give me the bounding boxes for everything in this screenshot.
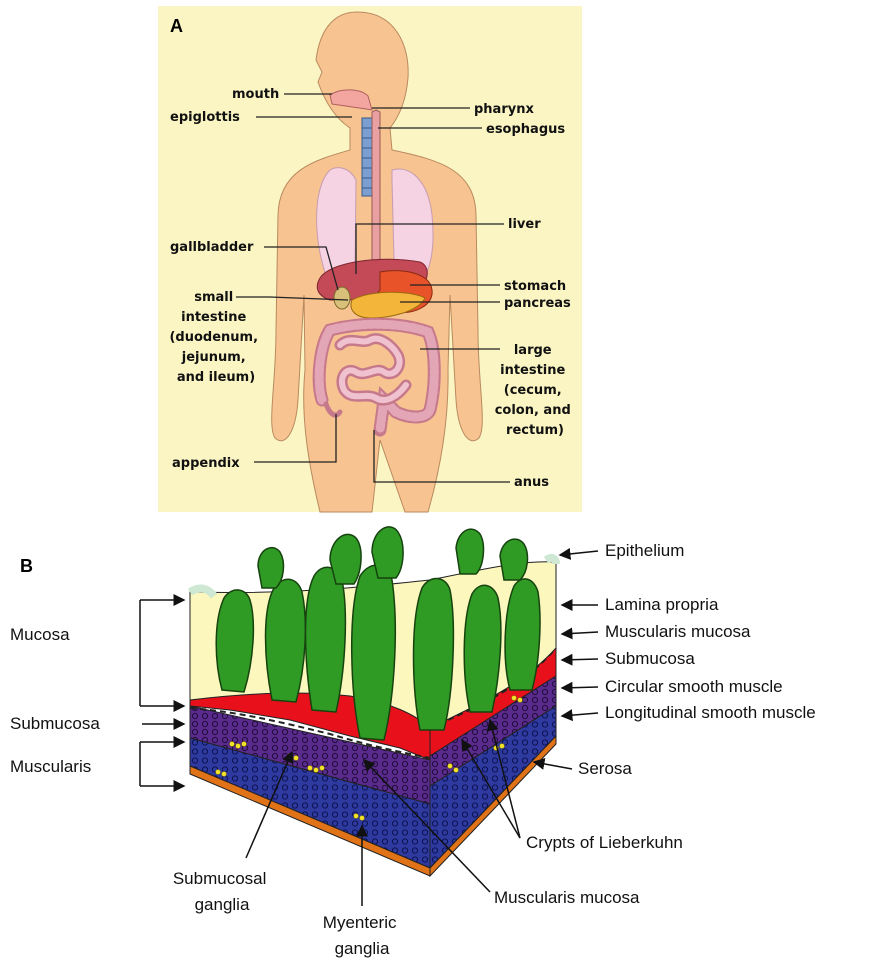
- label-epithelium: Epithelium: [605, 541, 684, 560]
- villus-tip: [372, 527, 403, 578]
- label-large-intestine-line: (cecum,: [504, 383, 562, 398]
- label-submucosal-ganglia-line: ganglia: [195, 895, 250, 914]
- gallbladder-organ: [334, 287, 350, 309]
- label-submucosal-ganglia: Submucosal ganglia: [173, 869, 271, 914]
- label-gallbladder: gallbladder: [170, 240, 254, 255]
- villus: [306, 567, 346, 712]
- villus: [414, 578, 454, 730]
- label-lamina-propria: Lamina propria: [605, 595, 719, 614]
- label-circular-smooth-muscle: Circular smooth muscle: [605, 677, 783, 696]
- label-muscularis-mucosa-bottom: Muscularis mucosa: [494, 888, 640, 907]
- villus: [266, 579, 306, 702]
- label-anus: anus: [514, 475, 549, 490]
- label-mucosa-left: Mucosa: [10, 625, 70, 644]
- label-muscularis-left: Muscularis: [10, 757, 91, 776]
- label-submucosa-right: Submucosa: [605, 649, 695, 668]
- villus: [505, 579, 540, 690]
- esophagus-tube: [372, 110, 380, 272]
- panel-b-letter: B: [20, 556, 33, 576]
- left-brackets: [140, 600, 184, 786]
- label-serosa: Serosa: [578, 759, 632, 778]
- label-large-intestine-line: rectum): [506, 423, 564, 438]
- label-large-intestine-line: colon, and: [495, 403, 571, 418]
- label-muscularis-mucosa-right: Muscularis mucosa: [605, 622, 751, 641]
- label-pharynx: pharynx: [474, 102, 534, 117]
- villus-tip: [330, 534, 361, 584]
- label-esophagus: esophagus: [486, 122, 565, 137]
- label-pancreas: pancreas: [504, 296, 571, 311]
- label-large-intestine-line: large: [514, 343, 552, 358]
- label-small-intestine-line: (duodenum,: [169, 330, 258, 345]
- label-small-intestine-line: jejunum,: [181, 350, 246, 365]
- panel-b: B: [10, 527, 816, 958]
- label-myenteric-ganglia-line: Myenteric: [323, 913, 397, 932]
- label-small-intestine-line: small: [194, 290, 233, 305]
- label-small-intestine-line: intestine: [181, 310, 246, 325]
- label-submucosa-left: Submucosa: [10, 714, 100, 733]
- label-submucosal-ganglia-line: Submucosal: [173, 869, 267, 888]
- villus: [352, 565, 396, 740]
- label-small-intestine-line: and ileum): [177, 370, 255, 385]
- panel-a-letter: A: [170, 16, 183, 36]
- label-stomach: stomach: [504, 279, 566, 294]
- villus-tip: [500, 539, 527, 580]
- label-myenteric-ganglia: Myenteric ganglia: [323, 913, 401, 958]
- label-liver: liver: [508, 217, 541, 232]
- label-longitudinal-smooth-muscle: Longitudinal smooth muscle: [605, 703, 816, 722]
- right-labels: Epithelium Lamina propria Muscularis muc…: [578, 541, 816, 778]
- label-large-intestine-line: intestine: [500, 363, 565, 378]
- villus: [216, 590, 253, 692]
- villus-tip: [456, 529, 483, 574]
- villus: [464, 585, 501, 712]
- label-appendix: appendix: [172, 456, 240, 471]
- label-mouth: mouth: [232, 87, 279, 102]
- label-epiglottis: epiglottis: [170, 110, 240, 125]
- panel-a: A: [158, 6, 582, 512]
- label-crypts: Crypts of Lieberkuhn: [526, 833, 683, 852]
- left-labels: Mucosa Submucosa Muscularis: [10, 625, 100, 776]
- label-myenteric-ganglia-line: ganglia: [335, 939, 390, 958]
- villus-tip: [258, 548, 283, 588]
